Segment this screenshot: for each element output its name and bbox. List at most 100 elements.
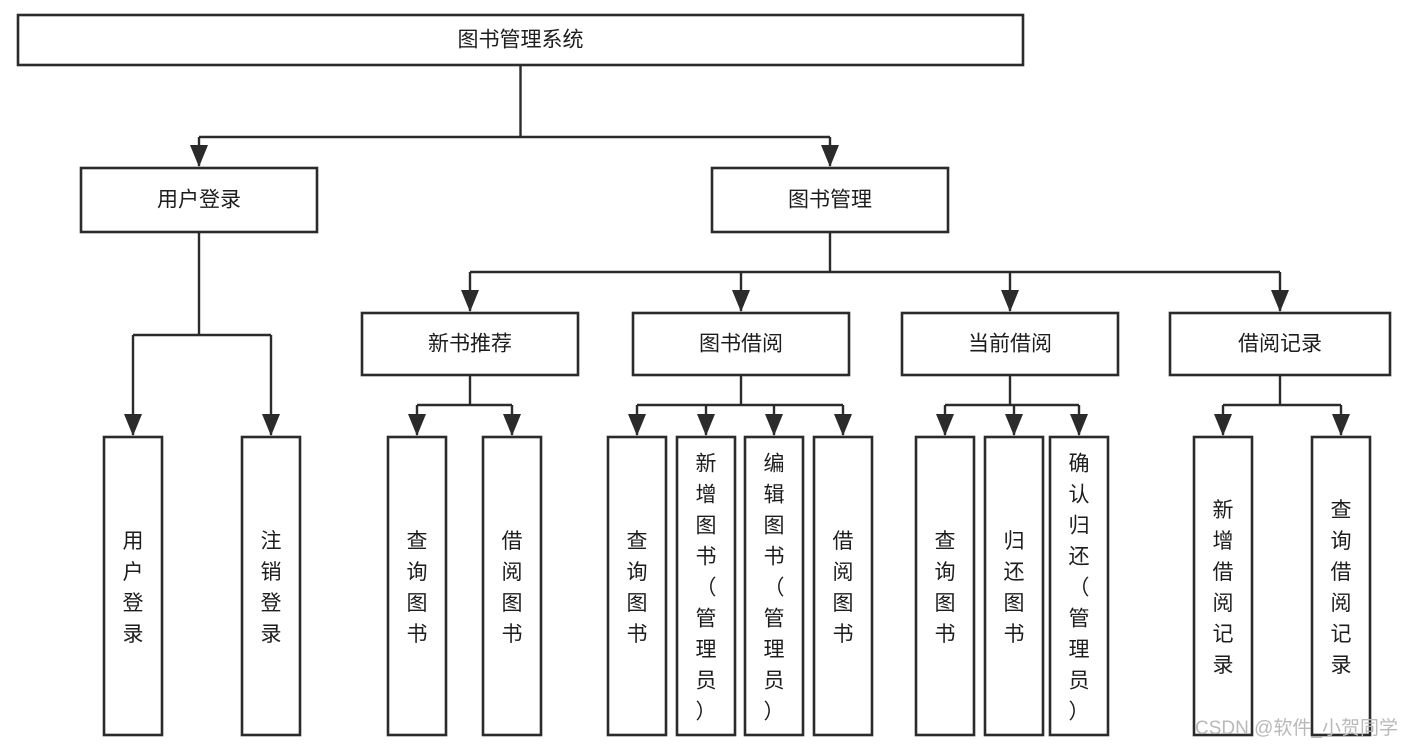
arrow-to-leaf-return-book xyxy=(1005,414,1023,436)
arrow-to-leaf-query-book-1 xyxy=(408,414,426,436)
svg-text:图: 图 xyxy=(1004,592,1025,615)
svg-text:书: 书 xyxy=(502,623,523,646)
node-leaf-add-book[interactable] xyxy=(675,435,737,737)
svg-text:归: 归 xyxy=(1069,515,1090,538)
node-leaf-user-login-label: 用户登录 xyxy=(123,530,144,646)
svg-text:员: 员 xyxy=(1069,670,1090,693)
node-leaf-query-book-3[interactable] xyxy=(914,435,976,737)
svg-text:图: 图 xyxy=(764,515,785,538)
svg-text:查: 查 xyxy=(1331,499,1352,522)
svg-text:还: 还 xyxy=(1004,561,1025,584)
svg-text:（: （ xyxy=(1069,577,1090,600)
svg-text:新: 新 xyxy=(1213,499,1234,522)
node-leaf-add-record[interactable] xyxy=(1192,435,1254,737)
node-user-login-label: 用户登录 xyxy=(157,189,241,212)
svg-text:借: 借 xyxy=(502,530,523,553)
node-leaf-query-book-2[interactable] xyxy=(606,435,668,737)
arrow-to-current-borrow xyxy=(1001,290,1019,312)
svg-text:书: 书 xyxy=(696,546,717,569)
node-borrow-record[interactable] xyxy=(1168,311,1392,377)
arrow-to-leaf-query-book-2 xyxy=(628,414,646,436)
svg-text:图: 图 xyxy=(935,592,956,615)
svg-text:书: 书 xyxy=(833,623,854,646)
node-book-borrow-label: 图书借阅 xyxy=(699,333,783,356)
node-root[interactable] xyxy=(16,13,1025,67)
node-leaf-user-logout[interactable] xyxy=(240,435,302,737)
arrow-to-leaf-confirm-return xyxy=(1070,414,1088,436)
svg-text:阅: 阅 xyxy=(1331,592,1352,615)
arrow-to-borrow-record xyxy=(1271,290,1289,312)
node-user-login[interactable] xyxy=(79,166,319,234)
svg-text:）: ） xyxy=(1069,701,1090,724)
svg-text:图: 图 xyxy=(502,592,523,615)
arrow-to-leaf-borrow-book-1 xyxy=(503,414,521,436)
arrow-to-leaf-user-login xyxy=(124,414,142,436)
node-root-label: 图书管理系统 xyxy=(458,29,584,52)
svg-text:登: 登 xyxy=(261,592,282,615)
svg-text:员: 员 xyxy=(764,670,785,693)
svg-text:新: 新 xyxy=(696,453,717,476)
svg-text:还: 还 xyxy=(1069,546,1090,569)
svg-text:图: 图 xyxy=(696,515,717,538)
node-layer: 图书管理系统用户登录图书管理新书推荐图书借阅当前借阅借阅记录用户登录注销登录查询… xyxy=(16,13,1392,737)
svg-text:录: 录 xyxy=(123,623,144,646)
svg-text:阅: 阅 xyxy=(1213,592,1234,615)
svg-text:记: 记 xyxy=(1331,623,1352,646)
svg-text:借: 借 xyxy=(833,530,854,553)
node-current-borrow[interactable] xyxy=(900,311,1120,377)
svg-text:书: 书 xyxy=(764,546,785,569)
svg-text:）: ） xyxy=(764,701,785,724)
node-new-book-recommend-label: 新书推荐 xyxy=(428,333,512,356)
svg-text:管: 管 xyxy=(1069,608,1090,631)
node-leaf-query-record[interactable] xyxy=(1310,435,1372,737)
svg-text:书: 书 xyxy=(1004,623,1025,646)
arrow-to-leaf-user-logout xyxy=(262,414,280,436)
svg-text:确: 确 xyxy=(1069,453,1090,476)
svg-text:注: 注 xyxy=(261,530,282,553)
node-leaf-return-book[interactable] xyxy=(983,435,1045,737)
node-leaf-edit-book[interactable] xyxy=(743,435,805,737)
node-book-borrow[interactable] xyxy=(631,311,851,377)
node-leaf-borrow-book-1[interactable] xyxy=(481,435,543,737)
node-leaf-user-login[interactable] xyxy=(102,435,164,737)
arrow-to-leaf-borrow-book-2 xyxy=(834,414,852,436)
svg-text:查: 查 xyxy=(407,530,428,553)
svg-text:记: 记 xyxy=(1213,623,1234,646)
node-leaf-query-book-1[interactable] xyxy=(386,435,448,737)
svg-text:（: （ xyxy=(696,577,717,600)
node-leaf-borrow-book-2[interactable] xyxy=(812,435,874,737)
svg-text:查: 查 xyxy=(627,530,648,553)
svg-text:书: 书 xyxy=(627,623,648,646)
node-borrow-record-label: 借阅记录 xyxy=(1238,333,1322,356)
svg-text:查: 查 xyxy=(935,530,956,553)
svg-text:阅: 阅 xyxy=(502,561,523,584)
svg-text:增: 增 xyxy=(1213,530,1234,553)
arrow-to-new-book-recommend xyxy=(461,290,479,312)
svg-text:（: （ xyxy=(764,577,785,600)
svg-text:书: 书 xyxy=(935,623,956,646)
svg-text:询: 询 xyxy=(1331,530,1352,553)
svg-text:询: 询 xyxy=(407,561,428,584)
svg-text:认: 认 xyxy=(1069,484,1090,507)
arrow-to-book-management xyxy=(821,145,839,167)
svg-text:借: 借 xyxy=(1213,561,1234,584)
node-new-book-recommend[interactable] xyxy=(360,311,580,377)
node-leaf-confirm-return[interactable] xyxy=(1048,435,1110,737)
svg-text:增: 增 xyxy=(696,484,717,507)
svg-text:理: 理 xyxy=(696,639,717,662)
svg-text:图: 图 xyxy=(407,592,428,615)
svg-text:户: 户 xyxy=(123,561,144,584)
node-book-management[interactable] xyxy=(710,166,950,234)
